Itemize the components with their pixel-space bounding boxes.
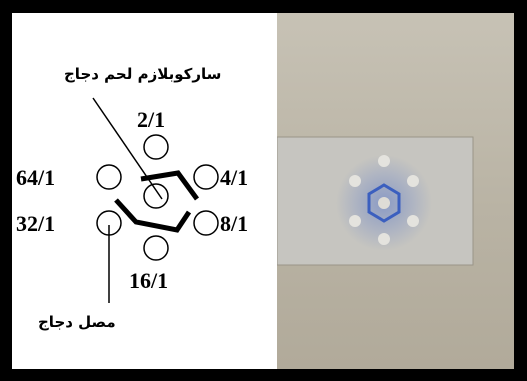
- dilution-label-lower-right: 8/1: [220, 213, 248, 235]
- photo-well-top: [378, 155, 390, 167]
- photo-well-bottom: [378, 233, 390, 245]
- gel-photo: [277, 13, 514, 369]
- dilution-label-upper-right: 4/1: [220, 167, 248, 189]
- antigen-label: ساركوبلازم لحم دجاج: [64, 67, 221, 82]
- well-lower-right: [194, 211, 218, 235]
- diagram-panel: ساركوبلازم لحم دجاج 2/1 64/1 4/1 32/1 8/…: [12, 13, 277, 369]
- photo-well-upper-right: [407, 175, 419, 187]
- well-upper-right: [194, 165, 218, 189]
- photo-well-center: [378, 197, 390, 209]
- well-upper-left: [97, 165, 121, 189]
- well-center: [144, 184, 168, 208]
- photo-well-upper-left: [349, 175, 361, 187]
- serum-label: مصل دجاج: [38, 315, 116, 330]
- photo-well-lower-left: [349, 215, 361, 227]
- gel-photo-drawing: [277, 13, 514, 369]
- dilution-label-top: 2/1: [137, 109, 165, 131]
- dilution-label-bottom: 16/1: [129, 270, 168, 292]
- photo-well-lower-right: [407, 215, 419, 227]
- dilution-label-upper-left: 64/1: [16, 167, 55, 189]
- well-top: [144, 135, 168, 159]
- dilution-label-lower-left: 32/1: [16, 213, 55, 235]
- well-bottom: [144, 236, 168, 260]
